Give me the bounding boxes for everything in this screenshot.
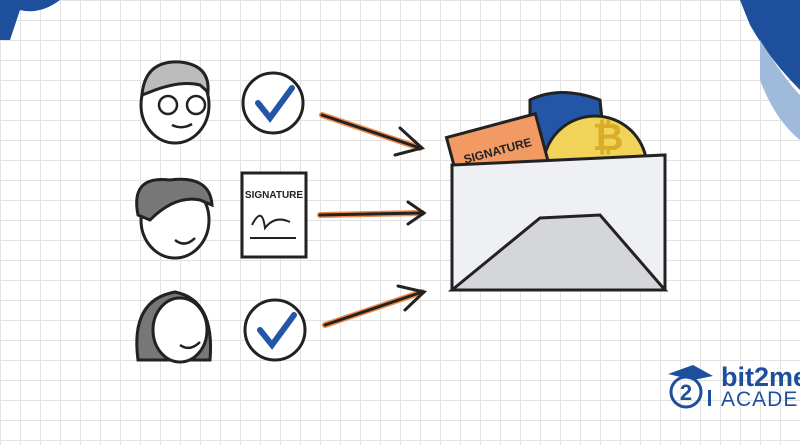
bitcoin-symbol: ₿ xyxy=(593,115,624,159)
arrow-1 xyxy=(319,112,426,157)
person-curly-avatar xyxy=(135,177,214,260)
corner-shape-light xyxy=(760,40,800,140)
logo-subtitle: ACADEMY xyxy=(721,388,800,411)
arrow-2 xyxy=(317,200,427,226)
check-icon-3 xyxy=(243,298,307,362)
check-icon-1 xyxy=(241,71,305,135)
bit2me-academy-logo[interactable]: 2 bit2me ACADEMY xyxy=(665,362,800,412)
logo-badge-number: 2 xyxy=(680,380,692,405)
corner-shape-top-left xyxy=(0,0,60,40)
arrow-3 xyxy=(322,284,428,328)
signature-document-icon: SIGNATURE xyxy=(240,171,308,259)
graduation-cap-icon: 2 xyxy=(668,365,713,409)
envelope-with-coin: SIGNATURE ₿ xyxy=(444,91,669,292)
logo-brand: bit2me xyxy=(721,362,800,392)
person-glasses-avatar xyxy=(139,60,211,145)
document-label: SIGNATURE xyxy=(245,190,303,201)
corner-shape-top-right xyxy=(740,0,800,90)
person-long-hair-avatar xyxy=(135,290,213,364)
